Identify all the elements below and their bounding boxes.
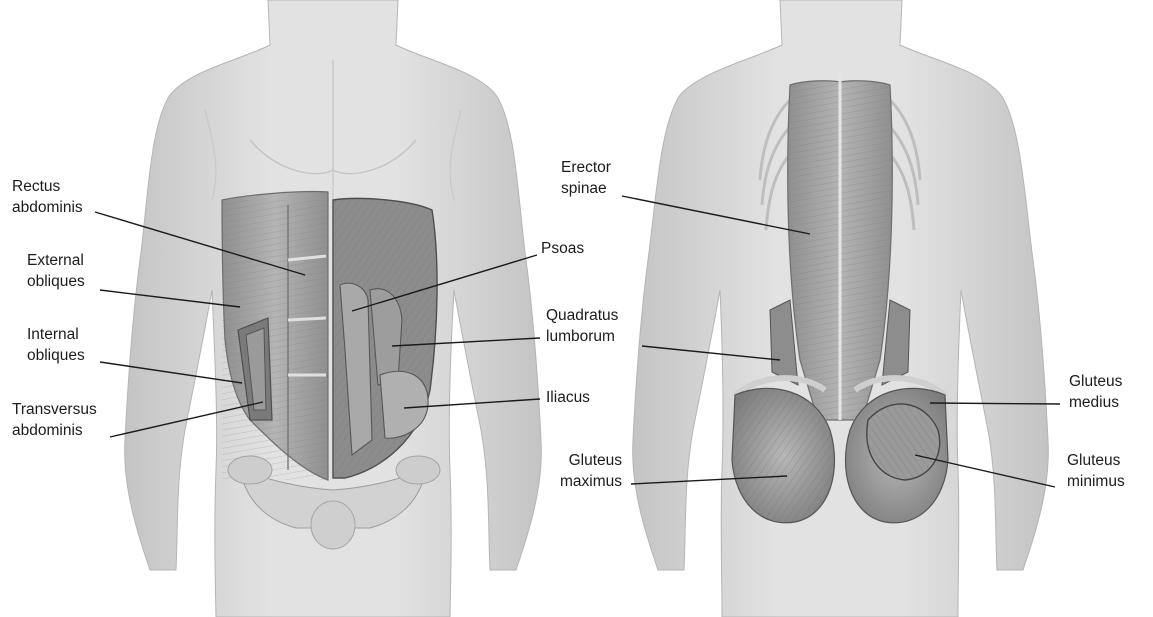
label-line: Quadratus xyxy=(546,305,618,326)
front-body xyxy=(125,0,542,617)
label-gluteus-medius: Gluteus medius xyxy=(1069,371,1122,413)
label-psoas: Psoas xyxy=(541,238,584,259)
label-gluteus-minimus: Gluteus minimus xyxy=(1067,450,1125,492)
label-line: abdominis xyxy=(12,197,83,218)
back-body xyxy=(633,0,1049,617)
label-line: obliques xyxy=(27,345,85,366)
label-line: maximus xyxy=(546,471,622,492)
label-line: Gluteus xyxy=(546,450,622,471)
label-line: abdominis xyxy=(12,420,97,441)
label-rectus-abdominis: Rectus abdominis xyxy=(12,176,83,218)
label-line: External xyxy=(27,250,85,271)
label-line: Transversus xyxy=(12,399,97,420)
label-line: Iliacus xyxy=(546,387,590,408)
label-line: Gluteus xyxy=(1069,371,1122,392)
label-line: spinae xyxy=(561,178,611,199)
label-transversus-abdominis: Transversus abdominis xyxy=(12,399,97,441)
label-internal-obliques: Internal obliques xyxy=(27,324,85,366)
label-erector-spinae: Erector spinae xyxy=(561,157,611,199)
label-quadratus-lumborum: Quadratus lumborum xyxy=(546,305,618,347)
label-line: Internal xyxy=(27,324,85,345)
label-line: Erector xyxy=(561,157,611,178)
label-iliacus: Iliacus xyxy=(546,387,590,408)
label-line: Psoas xyxy=(541,238,584,259)
label-line: medius xyxy=(1069,392,1122,413)
label-external-obliques: External obliques xyxy=(27,250,85,292)
label-line: obliques xyxy=(27,271,85,292)
label-line: Gluteus xyxy=(1067,450,1125,471)
leader-gluteus-medius xyxy=(930,403,1060,404)
label-line: Rectus xyxy=(12,176,83,197)
label-gluteus-maximus: Gluteus maximus xyxy=(546,450,622,492)
label-line: minimus xyxy=(1067,471,1125,492)
label-line: lumborum xyxy=(546,326,618,347)
